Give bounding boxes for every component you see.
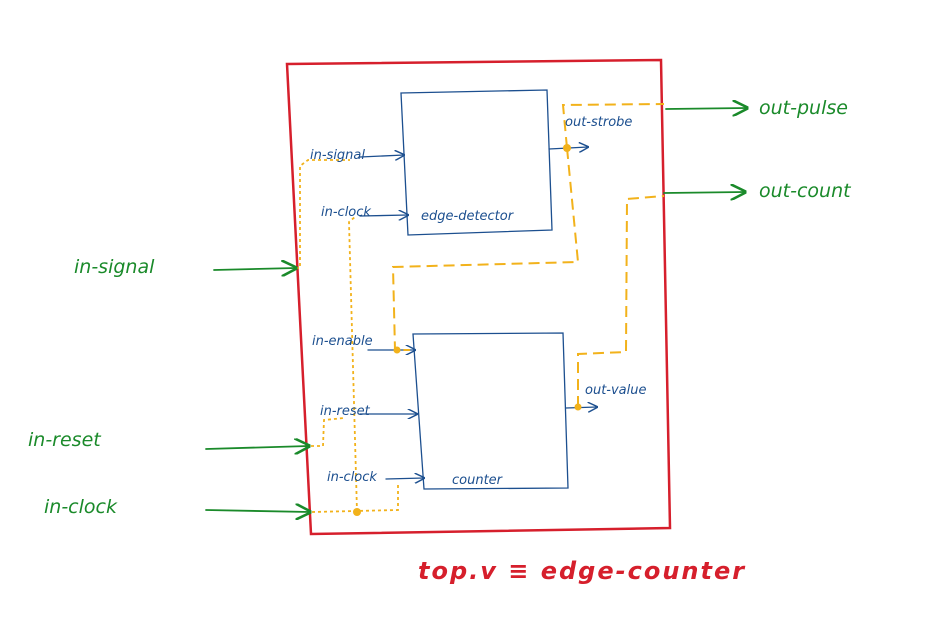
junction-in-clock [353, 508, 361, 516]
top-in-reset-wire [205, 446, 309, 449]
edge-detector-out-strobe-label: out-strobe [565, 115, 632, 130]
edge-detector-name: edge-detector [421, 209, 515, 224]
wire-in-signal-internal [296, 159, 350, 269]
counter-in-clock-label: in-clock [327, 470, 377, 485]
top-module-caption: top.v ≡ edge-counter [418, 557, 746, 585]
counter-in-enable-label: in-enable [312, 334, 373, 349]
wire-out-strobe-to-in-enable [391, 147, 580, 351]
top-out-pulse-label: out-pulse [759, 97, 848, 119]
top-in-clock-label: in-clock [44, 496, 118, 518]
edge-detector-in-clock-label: in-clock [321, 205, 371, 220]
edge-detector-in-clock-arrow [359, 215, 408, 216]
wire-in-reset-internal [311, 417, 345, 447]
counter-in-reset-label: in-reset [320, 404, 371, 419]
top-out-count-label: out-count [759, 180, 852, 202]
top-out-pulse-wire [665, 108, 747, 109]
wire-out-value-to-out-count [577, 195, 665, 407]
wire-out-strobe-to-out-pulse [561, 103, 665, 149]
counter-box [412, 332, 569, 490]
junction-out-value [574, 403, 582, 411]
junction-in-enable [393, 346, 401, 354]
top-in-signal-wire [213, 268, 296, 270]
counter-out-value-arrow [565, 407, 597, 408]
top-in-reset-label: in-reset [28, 429, 102, 451]
top-out-count-wire [663, 192, 745, 193]
edge-detector-in-signal-label: in-signal [310, 148, 365, 163]
wire-clock-to-edge-detector [348, 215, 358, 513]
top-in-signal-label: in-signal [74, 256, 155, 278]
junction-out-strobe [563, 144, 571, 152]
edge-detector-in-signal-arrow [359, 155, 404, 157]
counter-in-clock-arrow [385, 478, 424, 479]
counter-out-value-label: out-value [585, 383, 647, 398]
top-module-boundary [285, 58, 672, 536]
counter-name: counter [452, 473, 504, 488]
edge-detector-box [400, 89, 553, 236]
top-in-clock-wire [205, 510, 310, 512]
wire-in-clock-internal [311, 483, 399, 513]
